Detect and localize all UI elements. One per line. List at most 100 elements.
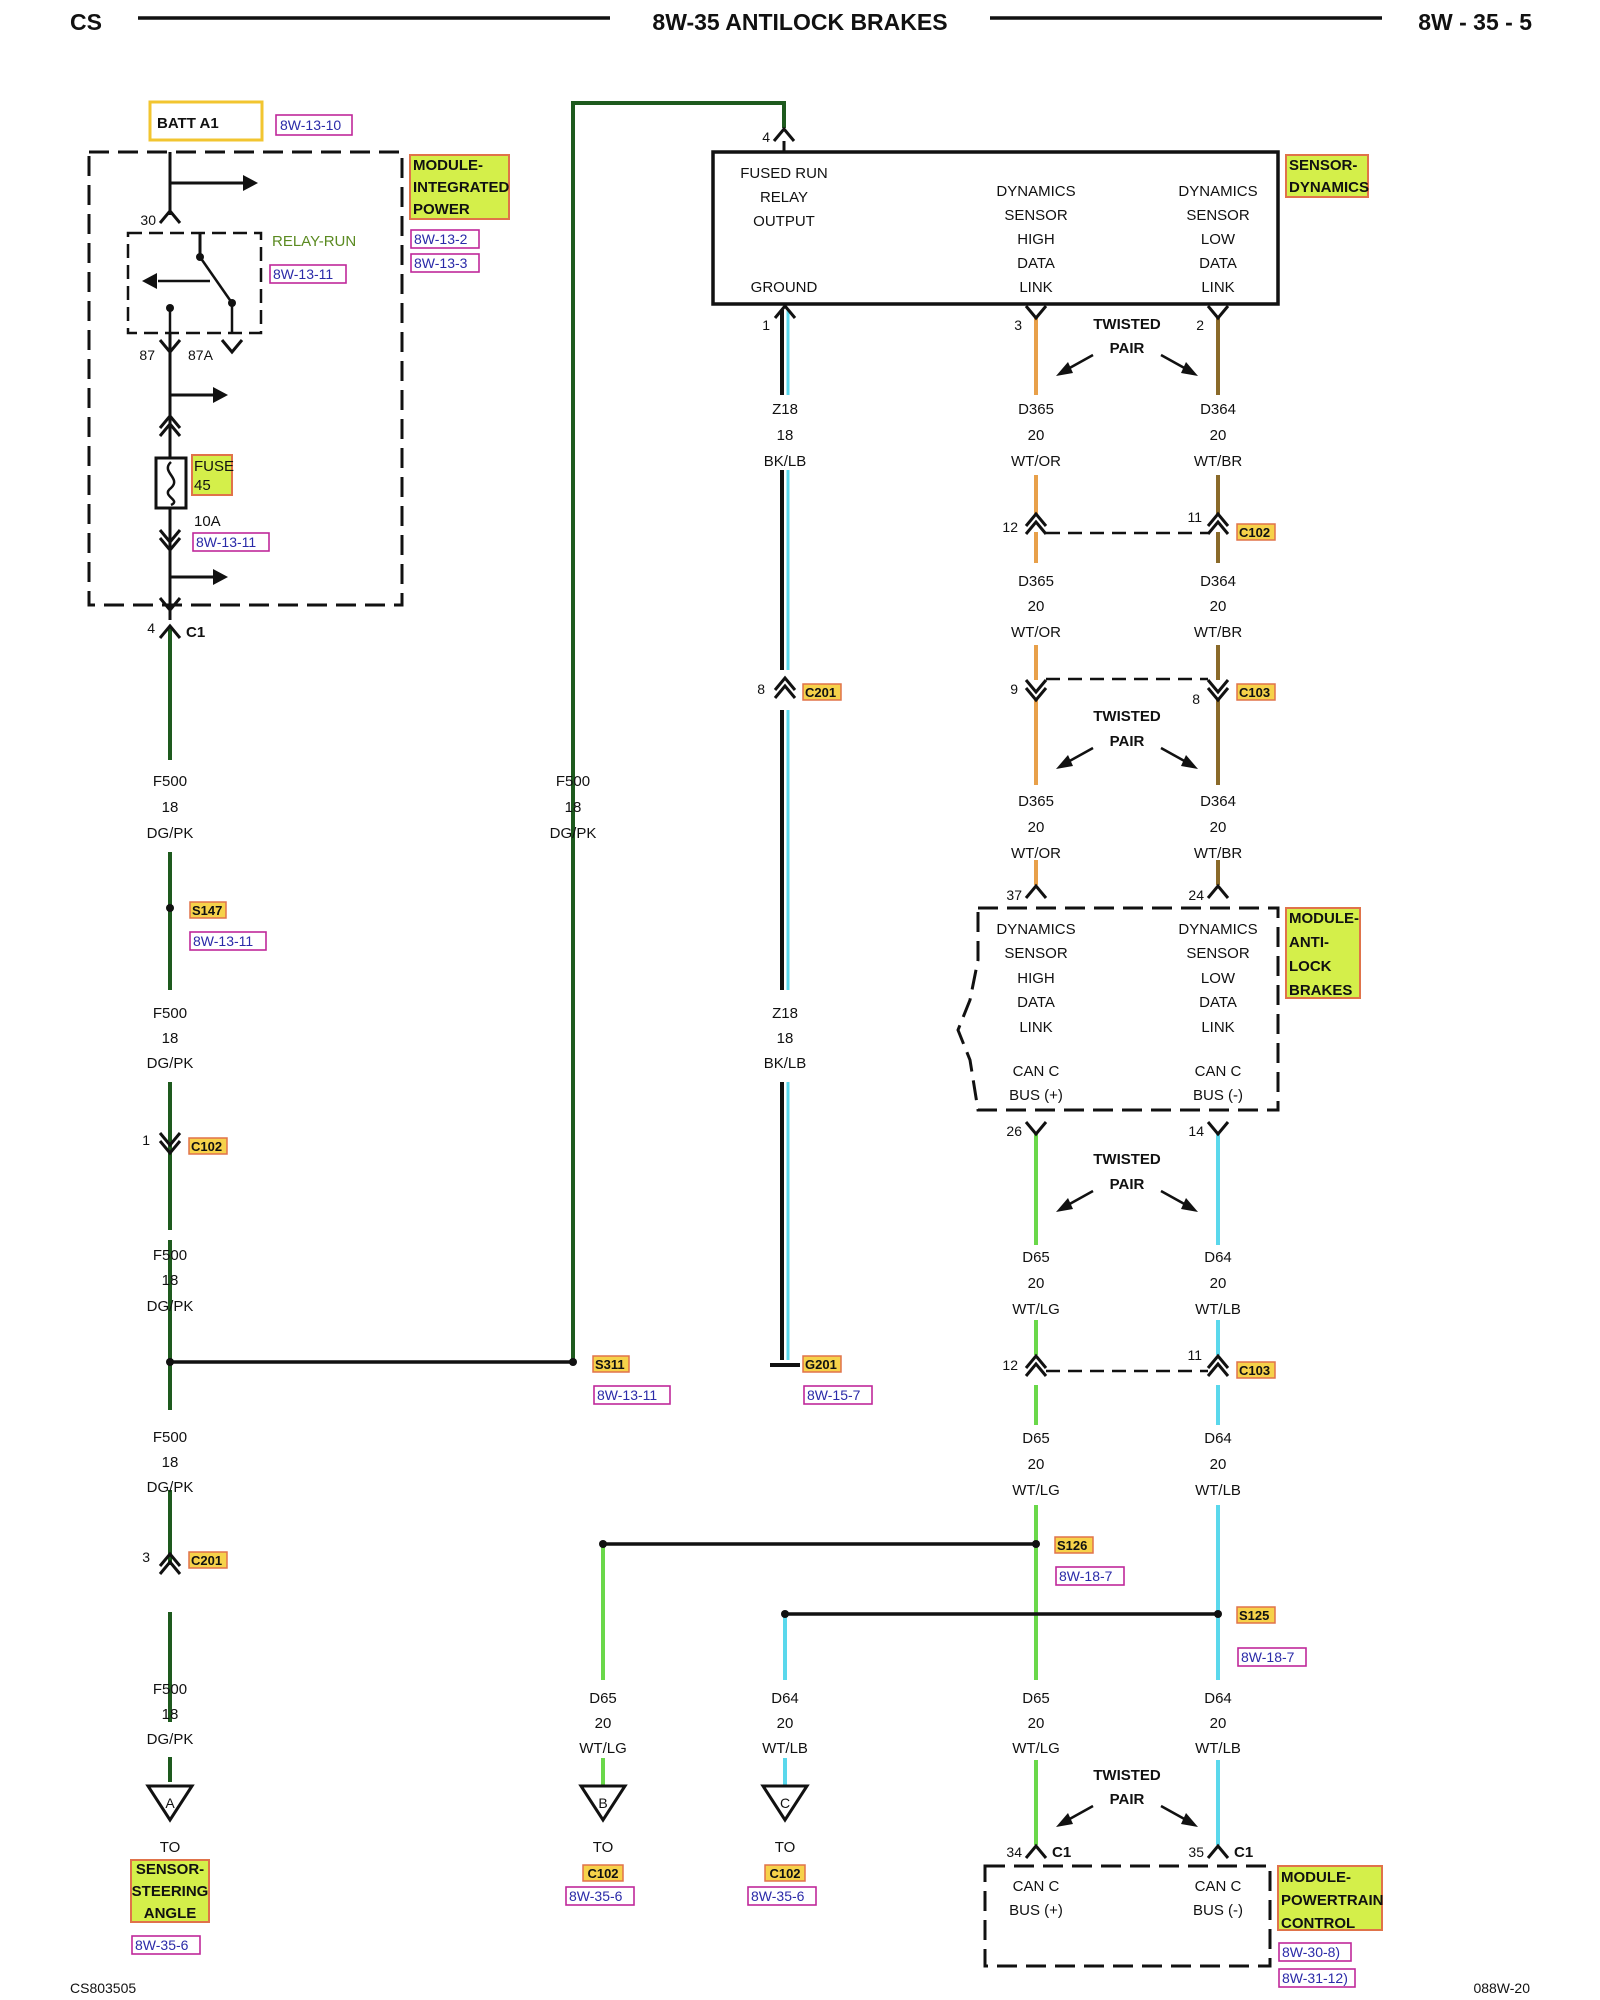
pcm-pin35-chevron	[1206, 1843, 1230, 1859]
sensor-pin3-chevron	[1024, 305, 1048, 321]
svg-text:20: 20	[1028, 1275, 1045, 1292]
s126-label: S126	[1057, 1538, 1087, 1553]
page-number: 8W - 35 - 5	[1418, 9, 1532, 35]
tipm-out-arrow-2	[213, 387, 228, 403]
c201-right-label: C201	[805, 685, 836, 700]
svg-text:20: 20	[1028, 427, 1045, 444]
svg-text:CAN C: CAN C	[1013, 1063, 1060, 1080]
relay-run-ref: 8W-13-11	[273, 266, 333, 282]
svg-text:LINK: LINK	[1019, 1019, 1052, 1036]
d365-label-1: D365 20 WT/OR	[1011, 401, 1061, 470]
relay-run-box	[126, 231, 263, 335]
s311-ref: 8W-13-11	[597, 1387, 657, 1403]
svg-text:DG/PK: DG/PK	[550, 825, 597, 842]
svg-text:PAIR: PAIR	[1110, 1176, 1145, 1193]
sensor-high-5: LINK	[1019, 279, 1052, 296]
fuse-element-icon	[166, 461, 176, 507]
svg-text:18: 18	[162, 1454, 179, 1471]
d65-branch-label: D65 20 WT/LG	[579, 1690, 627, 1757]
svg-text:WT/OR: WT/OR	[1011, 624, 1061, 641]
pcm-canm-1: CAN C	[1195, 1878, 1242, 1895]
abs-low-text: DYNAMICS SENSOR LOW DATA LINK	[1178, 921, 1257, 1036]
s126-left-dot	[599, 1540, 607, 1548]
relay-pin30-chevron	[158, 208, 182, 224]
svg-text:D64: D64	[1204, 1430, 1232, 1447]
sensor-pin3: 3	[1014, 317, 1022, 333]
sensor-low-2: SENSOR	[1186, 207, 1250, 224]
d64-label-2: D64 20 WT/LB	[1195, 1430, 1241, 1499]
svg-text:WT/LB: WT/LB	[762, 1740, 808, 1757]
svg-text:D365: D365	[1018, 573, 1054, 590]
d64-label-1: D64 20 WT/LB	[1195, 1249, 1241, 1318]
pcm-pin34-chevron	[1024, 1843, 1048, 1859]
batt-a1-label: BATT A1	[157, 115, 219, 132]
page-title: 8W-35 ANTILOCK BRAKES	[652, 9, 947, 35]
abs-pin26: 26	[1006, 1123, 1022, 1139]
fuse-45	[154, 456, 188, 510]
s147-label: S147	[192, 903, 222, 918]
abs-pin37-chevron	[1024, 883, 1048, 899]
pcm-pin35: 35	[1188, 1844, 1204, 1860]
fuse-label-box	[191, 454, 233, 496]
destination-a-to: TO	[160, 1839, 181, 1856]
fuse-label-2: 45	[194, 477, 211, 494]
destination-a-name-2: STEERING	[132, 1883, 209, 1900]
svg-text:SENSOR: SENSOR	[1004, 945, 1068, 962]
batt-a1-ref: 8W-13-10	[280, 117, 341, 133]
svg-text:20: 20	[1210, 598, 1227, 615]
c103-pin8-chevron	[1206, 679, 1230, 695]
sensor-fused-2: RELAY	[760, 189, 808, 206]
fuse-rating: 10A	[194, 513, 221, 530]
svg-text:20: 20	[1028, 1456, 1045, 1473]
g201-label: G201	[805, 1357, 837, 1372]
sensor-dynamics-label-box	[1285, 154, 1369, 198]
svg-text:20: 20	[1210, 1715, 1227, 1732]
svg-text:D64: D64	[1204, 1249, 1232, 1266]
svg-text:D364: D364	[1200, 793, 1236, 810]
svg-text:18: 18	[162, 1706, 179, 1723]
svg-text:DG/PK: DG/PK	[147, 1298, 194, 1315]
f500-label-3: F500 18 DG/PK	[147, 1247, 194, 1315]
d365-label-2: D365 20 WT/OR	[1011, 573, 1061, 641]
svg-text:PAIR: PAIR	[1110, 733, 1145, 750]
c102-right-label: C102	[1239, 525, 1270, 540]
destination-a-triangle	[145, 1784, 195, 1823]
c201-pin8-chevron	[773, 675, 797, 691]
d65-label-3: D65 20 WT/LG	[1012, 1690, 1060, 1757]
d364-label-3: D364 20 WT/BR	[1194, 793, 1242, 862]
tipm-label-2: INTEGRATED	[413, 179, 510, 196]
destination-c-triangle	[760, 1784, 810, 1823]
g201-ref: 8W-15-7	[807, 1387, 861, 1403]
svg-text:DYNAMICS: DYNAMICS	[996, 921, 1075, 938]
svg-text:SENSOR: SENSOR	[1186, 945, 1250, 962]
fuse-label-1: FUSE	[194, 458, 234, 475]
c102-pin1: 1	[142, 1132, 150, 1148]
tipm-label-box	[409, 154, 510, 220]
abs-pin14: 14	[1188, 1123, 1204, 1139]
svg-text:WT/LB: WT/LB	[1195, 1482, 1241, 1499]
c1-pin4-chevron	[158, 623, 182, 639]
s311-label: S311	[595, 1357, 625, 1372]
d364-label-1: D364 20 WT/BR	[1194, 401, 1242, 470]
destination-c-letter: C	[780, 1795, 790, 1811]
svg-text:WT/OR: WT/OR	[1011, 845, 1061, 862]
abs-pin24-chevron	[1206, 883, 1230, 899]
s126-ref: 8W-18-7	[1059, 1568, 1113, 1584]
destination-c-name: C102	[769, 1866, 800, 1881]
pcm-canp-2: BUS (+)	[1009, 1902, 1063, 1919]
fuse-ref: 8W-13-11	[196, 534, 256, 550]
s311-left-dot	[166, 1358, 174, 1366]
sensor-fused-1: FUSED RUN	[740, 165, 828, 182]
svg-text:BUS (-): BUS (-)	[1193, 1087, 1243, 1104]
s147-splice	[166, 904, 174, 912]
destination-a-name-3: ANGLE	[144, 1905, 197, 1922]
sensor-high-3: HIGH	[1017, 231, 1055, 248]
svg-text:WT/LG: WT/LG	[579, 1740, 627, 1757]
svg-text:18: 18	[777, 1030, 794, 1047]
pcm-label-2: POWERTRAIN	[1281, 1892, 1384, 1909]
sensor-dynamics-label-2: DYNAMICS	[1289, 179, 1369, 196]
svg-text:WT/OR: WT/OR	[1011, 453, 1061, 470]
tipm-label-1: MODULE-	[413, 157, 483, 174]
svg-text:BK/LB: BK/LB	[764, 1055, 807, 1072]
